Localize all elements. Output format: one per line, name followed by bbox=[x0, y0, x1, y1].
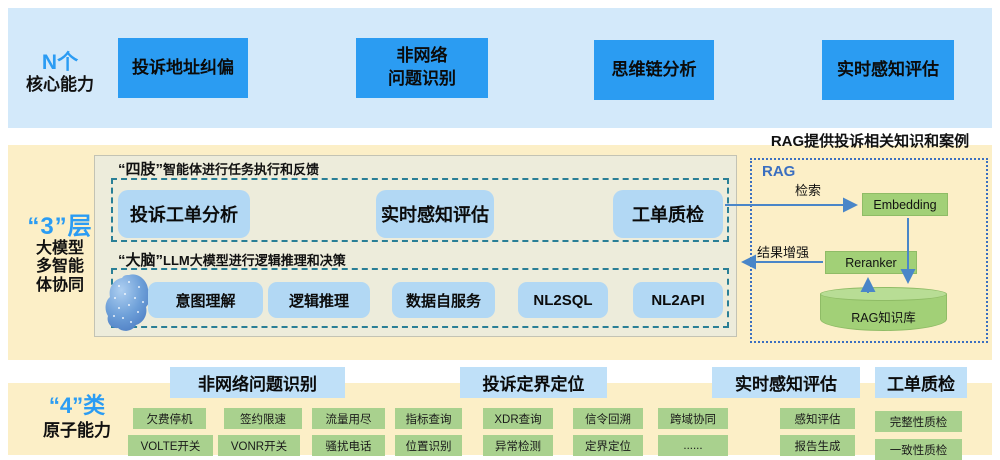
chip-cross-domain: 跨域协同 bbox=[658, 408, 728, 429]
capability-box-cot-analysis: 思维链分析 bbox=[594, 40, 714, 100]
brain-box-intent-understanding: 意图理解 bbox=[148, 282, 263, 318]
capability-box-non-network-issue: 非网络 问题识别 bbox=[356, 38, 488, 98]
chip-vonr-switch: VONR开关 bbox=[218, 435, 300, 456]
cylinder-top bbox=[820, 287, 947, 301]
result-augment-arrow-label: 结果增强 bbox=[757, 245, 810, 260]
brain-title-rest: LLM大模型进行逻辑推理和决策 bbox=[163, 253, 346, 268]
chip-harassing-calls: 骚扰电话 bbox=[312, 435, 385, 456]
rag-dotted-box bbox=[750, 158, 988, 343]
chip-completeness-check: 完整性质检 bbox=[875, 411, 962, 432]
brain-section-title: “大脑”LLM大模型进行逻辑推理和决策 bbox=[118, 249, 346, 270]
core-capabilities-label: 核心能力 bbox=[26, 75, 94, 94]
rag-knowledge-base-cylinder: RAG知识库 bbox=[820, 287, 947, 331]
atomic-count-label: “4”类 bbox=[48, 393, 106, 418]
chip-data-exhausted: 流量用尽 bbox=[312, 408, 385, 429]
rag-label: RAG bbox=[762, 163, 796, 180]
capability-box-address-correction: 投诉地址纠偏 bbox=[118, 38, 248, 98]
limbs-dashed-box bbox=[111, 178, 729, 242]
group-header-ticket-quality: 工单质检 bbox=[875, 367, 967, 398]
group-header-realtime-perception: 实时感知评估 bbox=[712, 367, 860, 398]
brain-box-nl2sql: NL2SQL bbox=[518, 282, 608, 318]
reranker-box: Reranker bbox=[825, 251, 917, 274]
chip-anomaly-detection: 异常检测 bbox=[483, 435, 553, 456]
brain-box-nl2api: NL2API bbox=[633, 282, 723, 318]
chip-signaling-trace: 信令回溯 bbox=[573, 408, 643, 429]
chip-kpi-query: 指标查询 bbox=[395, 408, 462, 429]
layer-3-sublabel: 大模型多智能体协同 bbox=[36, 240, 85, 294]
chip-consistency-check: 一致性质检 bbox=[875, 439, 962, 460]
chip-more-ellipsis: ...... bbox=[658, 435, 728, 456]
chip-xdr-query: XDR查询 bbox=[483, 408, 553, 429]
limbs-section-title: “四肢”智能体进行任务执行和反馈 bbox=[118, 158, 319, 179]
layer-3-label: “3”层 bbox=[27, 213, 93, 240]
core-capabilities-count-label: N个 bbox=[41, 51, 79, 74]
chip-arrears-shutdown: 欠费停机 bbox=[133, 408, 206, 429]
agent-box-ticket-quality-check: 工单质检 bbox=[613, 190, 723, 238]
embedding-box: Embedding bbox=[862, 193, 948, 216]
group-header-non-network-issue: 非网络问题识别 bbox=[170, 367, 345, 398]
brain-box-data-self-service: 数据自服务 bbox=[392, 282, 495, 318]
agent-box-realtime-perception: 实时感知评估 bbox=[376, 190, 494, 238]
capability-box-realtime-perception: 实时感知评估 bbox=[822, 40, 954, 100]
chip-subscription-speed-limit: 签约限速 bbox=[224, 408, 302, 429]
atomic-capabilities-label: 原子能力 bbox=[43, 421, 111, 440]
limbs-title-quote: “四肢” bbox=[118, 161, 164, 178]
rag-section-title: RAG提供投诉相关知识和案例 bbox=[770, 133, 970, 150]
rag-knowledge-base-label: RAG知识库 bbox=[851, 311, 916, 325]
agent-box-complaint-ticket-analysis: 投诉工单分析 bbox=[118, 190, 250, 238]
chip-report-generation: 报告生成 bbox=[780, 435, 855, 456]
limbs-title-rest: 智能体进行任务执行和反馈 bbox=[163, 162, 320, 177]
chip-volte-switch: VOLTE开关 bbox=[128, 435, 213, 456]
brain-box-logical-reasoning: 逻辑推理 bbox=[268, 282, 370, 318]
group-header-complaint-demarcation: 投诉定界定位 bbox=[460, 367, 607, 398]
chip-location-identify: 位置识别 bbox=[395, 435, 462, 456]
chip-perception-eval: 感知评估 bbox=[780, 408, 855, 429]
brain-icon bbox=[105, 272, 153, 334]
retrieval-arrow-label: 检索 bbox=[795, 183, 822, 198]
brain-title-quote: “大脑” bbox=[118, 252, 164, 269]
chip-demarcation: 定界定位 bbox=[573, 435, 643, 456]
